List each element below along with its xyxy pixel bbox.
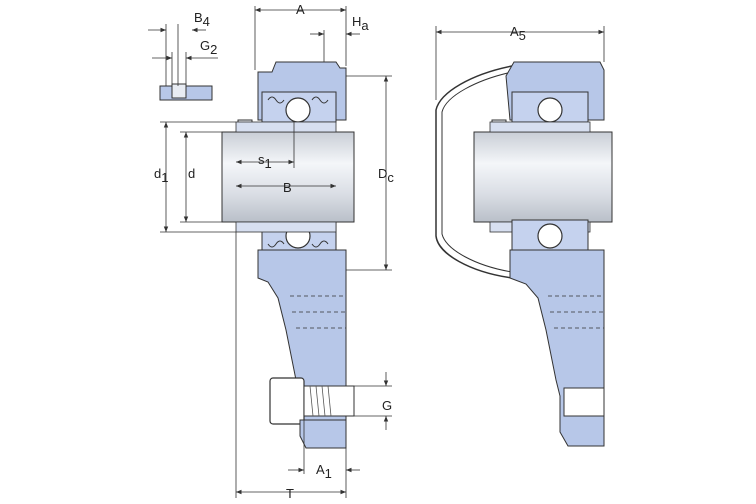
bolt-head [269, 377, 305, 425]
label-A5: A5 [510, 24, 526, 43]
housing-lower-right [509, 249, 605, 447]
label-Ha: Ha [352, 14, 369, 33]
label-A: A [296, 2, 305, 17]
shaft-right [473, 131, 613, 223]
label-d1: d1 [154, 166, 168, 185]
label-A1: A1 [316, 462, 332, 481]
right-housing-section [435, 26, 613, 447]
left-dimensions [160, 6, 392, 498]
shaft-left [221, 131, 355, 223]
label-G: G [382, 398, 392, 413]
end-cap [435, 65, 513, 279]
label-d: d [188, 166, 195, 181]
label-G2: G2 [200, 38, 217, 57]
ball-upper [285, 97, 311, 123]
housing-foot [299, 419, 347, 449]
label-B: B [283, 180, 292, 195]
locking-detail [148, 24, 218, 101]
label-Dc: Dc [378, 166, 394, 185]
label-T: T [286, 486, 294, 501]
label-s1: s1 [258, 152, 272, 171]
label-B4: B4 [194, 10, 210, 29]
left-housing-section [221, 61, 355, 449]
